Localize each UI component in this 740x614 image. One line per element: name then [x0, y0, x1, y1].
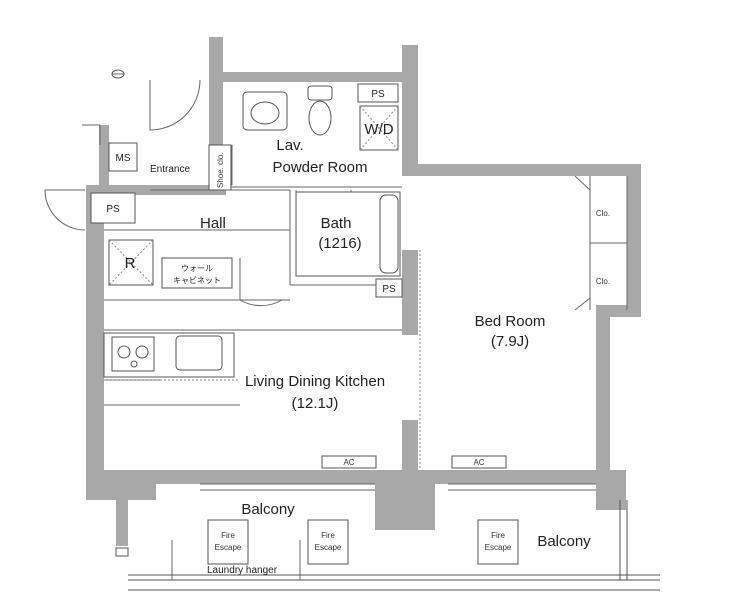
wall-bedroom-right-upper — [627, 164, 641, 314]
partitions — [104, 175, 628, 491]
label-closet-lower: Clo. — [596, 277, 610, 286]
door-ldk — [239, 258, 283, 307]
label-fire-escape-1b: Escape — [215, 543, 242, 552]
fire-escape-3 — [477, 519, 519, 565]
label-fridge: R — [125, 255, 136, 272]
label-fire-escape-2b: Escape — [315, 543, 342, 552]
wall-ms-left — [99, 125, 109, 190]
label-shoe-closet: Shoe. clo. — [216, 152, 225, 188]
label-wall-cabinet-1: ウォール — [181, 264, 213, 273]
balcony-edges — [115, 500, 660, 591]
label-bed-room-size: (7.9J) — [491, 333, 529, 350]
label-hall: Hall — [200, 215, 226, 232]
label-powder-room: Powder Room — [272, 159, 367, 176]
label-entrance: Entrance — [150, 164, 190, 175]
label-wd: W/D — [364, 121, 393, 138]
label-closet-upper: Clo. — [596, 209, 610, 218]
label-ldk: Living Dining Kitchen — [245, 373, 385, 390]
label-ac-ldk: AC — [343, 458, 354, 467]
label-ac-bed: AC — [473, 458, 484, 467]
label-fire-escape-2a: Fire — [321, 531, 335, 540]
ac-bed — [451, 455, 507, 469]
label-ldk-size: (12.1J) — [292, 395, 339, 412]
label-wall-cabinet-2: キャビネット — [173, 276, 221, 285]
kitchen-sink — [175, 335, 223, 371]
wall-cabinet-box — [161, 257, 233, 289]
ps-box-lav — [357, 83, 399, 103]
wall-bedroom-right-lower — [596, 305, 610, 480]
bathtub — [379, 194, 399, 274]
basin-bowl — [250, 101, 280, 125]
wall-bedroom-top — [402, 164, 639, 176]
burner-1 — [117, 345, 131, 359]
toilet-bowl — [308, 100, 332, 136]
ac-ldk — [321, 455, 377, 469]
burner-3 — [130, 360, 138, 368]
door-ms — [82, 124, 101, 145]
label-fire-escape-3a: Fire — [491, 531, 505, 540]
ps-box-bath — [375, 278, 403, 298]
wall-left-balcony-post — [116, 500, 128, 546]
wall-bed-bottom — [435, 470, 610, 484]
burner-2 — [135, 345, 149, 359]
wall-partition-upper — [402, 250, 418, 335]
label-bath-size: (1216) — [318, 235, 361, 252]
label-ms: MS — [116, 153, 131, 164]
label-fire-escape-1a: Fire — [221, 531, 235, 540]
label-ps-bath: PS — [382, 284, 396, 295]
ps-box-entry — [90, 192, 136, 224]
toilet-tank — [307, 85, 333, 101]
labels: Lav. Powder Room Entrance Shoe. clo. Hal… — [106, 89, 610, 576]
shoe-closet-box — [208, 144, 232, 191]
ms-box — [108, 142, 138, 172]
wall-bedroom-step — [596, 305, 641, 317]
wall-upper-right — [402, 45, 418, 173]
compass-icon — [111, 69, 125, 79]
label-bed-room: Bed Room — [475, 313, 546, 330]
wall-upper-top — [209, 72, 418, 82]
label-balcony-right: Balcony — [537, 533, 591, 550]
label-balcony-left: Balcony — [241, 501, 295, 518]
label-ps-lav: PS — [371, 89, 385, 100]
walls — [86, 37, 641, 546]
wall-left — [86, 185, 104, 500]
wall-partition-lower — [402, 420, 418, 470]
column-center — [375, 470, 435, 530]
fixtures — [90, 69, 519, 580]
label-lav: Lav. — [276, 137, 303, 154]
label-ps-entry: PS — [106, 204, 120, 215]
fire-escape-2 — [307, 519, 349, 565]
label-bath: Bath — [321, 215, 352, 232]
wall-ldk-bottom — [156, 470, 376, 484]
wall-left-bottom — [86, 470, 156, 500]
label-fire-escape-3b: Escape — [485, 543, 512, 552]
label-laundry-hanger: Laundry hanger — [207, 565, 278, 576]
door-ps — [44, 189, 86, 231]
door-entrance — [149, 79, 201, 131]
fire-escape-1 — [207, 519, 249, 565]
wall-right-bottom — [596, 470, 626, 510]
